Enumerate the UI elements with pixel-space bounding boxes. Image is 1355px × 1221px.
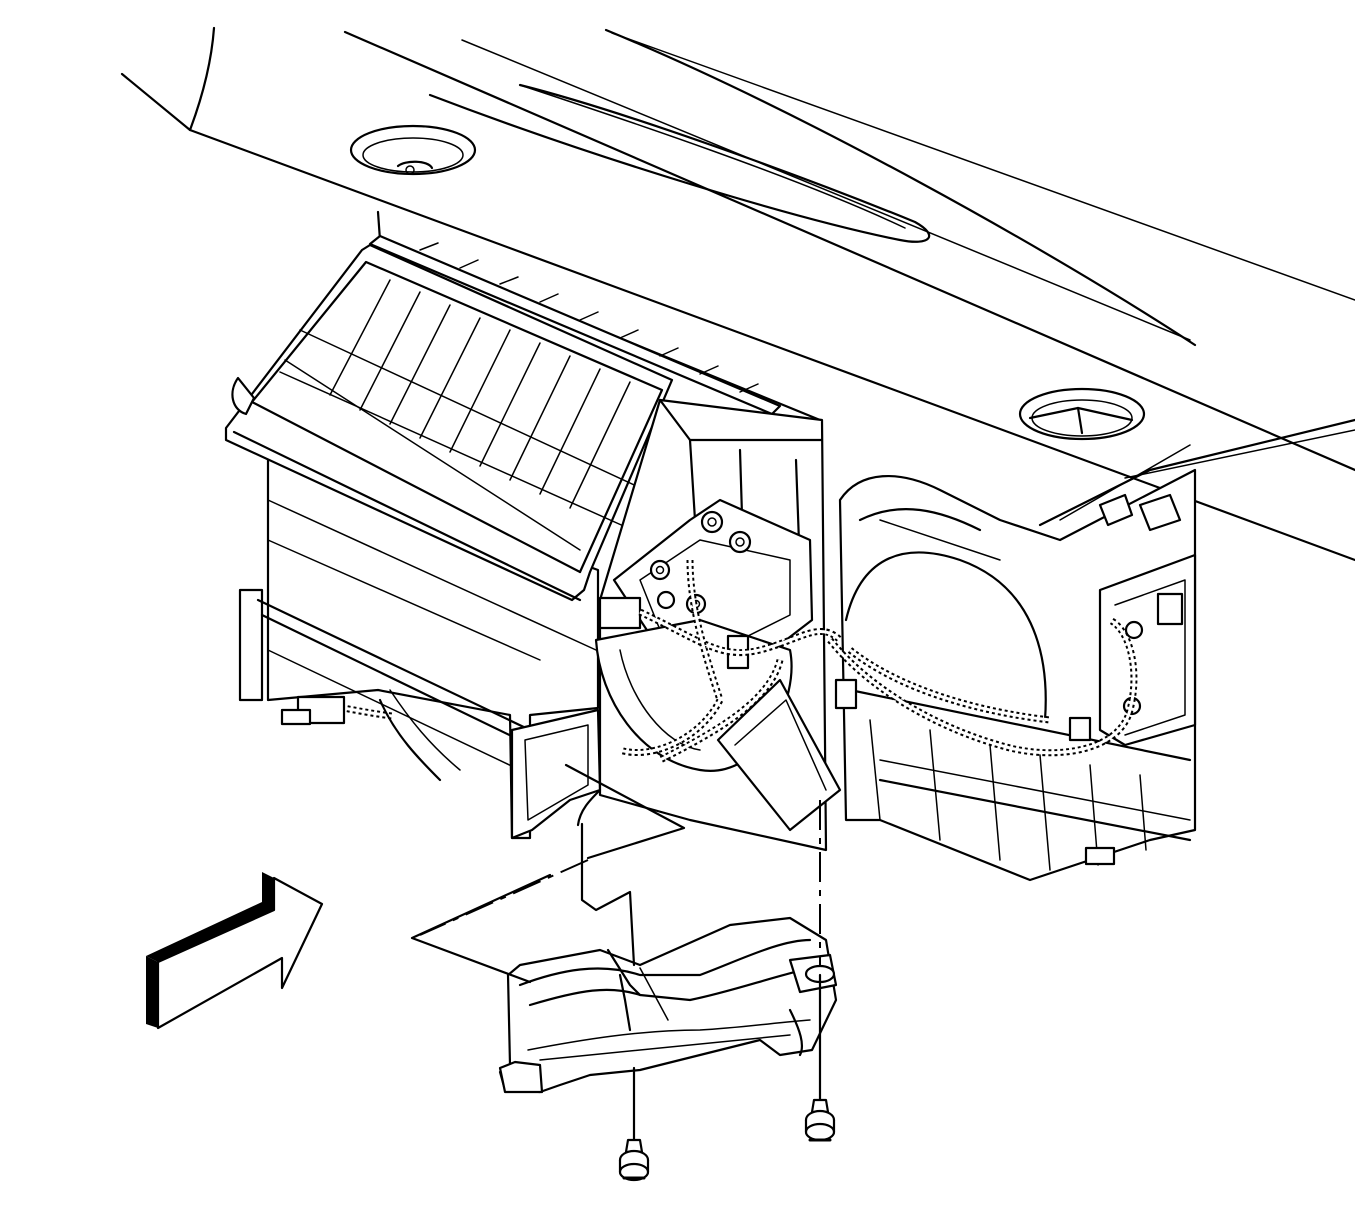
screw-icon (804, 1098, 836, 1142)
blower-motor-assembly (594, 398, 843, 852)
cabin-air-filter-slats (279, 279, 646, 551)
right-panel-outlet (1018, 387, 1146, 441)
view-direction-arrow-icon (146, 872, 324, 1030)
floor-plane-outline (410, 763, 686, 984)
hvac-module-housing (224, 234, 782, 840)
screw-icon (618, 1138, 650, 1182)
top-vent-grille (368, 234, 782, 416)
alignment-guide-lines (632, 800, 822, 1142)
left-panel-outlet (349, 124, 477, 176)
floor-air-outlet-duct (498, 916, 838, 1094)
distribution-duct-section (827, 468, 1197, 882)
